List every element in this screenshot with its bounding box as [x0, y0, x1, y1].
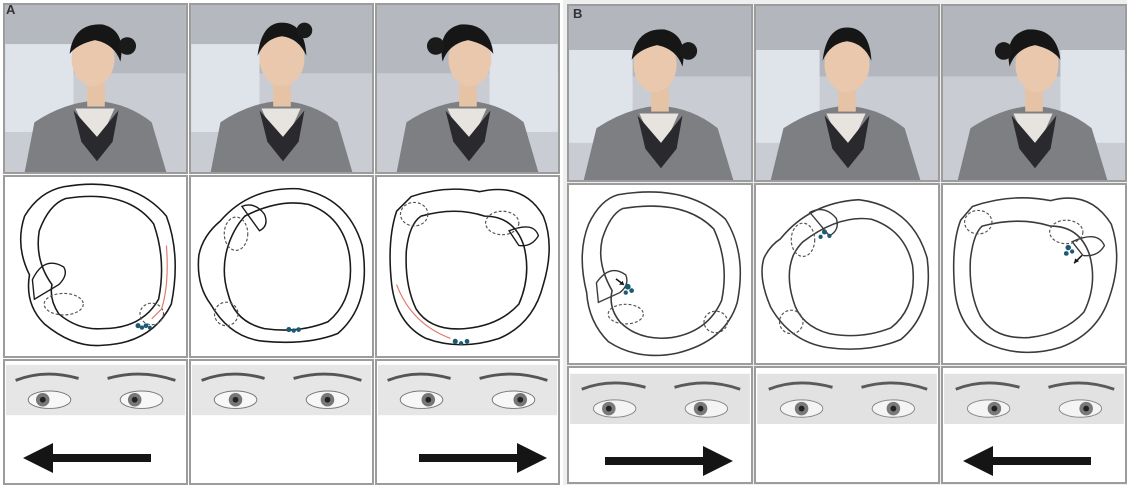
- eye-movement-right-b: [941, 366, 1127, 484]
- photo-head-turn-left-a: [3, 3, 188, 174]
- right-arrow-icon: [603, 444, 733, 478]
- canal-schematic-left-a: [3, 175, 188, 358]
- canal-schematic-graphic: [191, 177, 372, 356]
- canal-schematic-right-a: [375, 175, 560, 358]
- person-head-left-graphic: [5, 5, 186, 172]
- canal-schematic-graphic: [569, 185, 751, 363]
- photo-head-turn-left-b: [567, 4, 753, 182]
- person-head-left-graphic: [569, 6, 751, 180]
- eye-movement-center-a: [189, 359, 374, 485]
- canal-schematic-center-a: [189, 175, 374, 358]
- panel-b: B: [563, 0, 1127, 485]
- person-head-center-graphic: [756, 6, 938, 180]
- eye-movement-left-a: [3, 359, 188, 485]
- photo-head-turn-right-a: [375, 3, 560, 174]
- canal-schematic-left-b: [567, 183, 753, 365]
- eyes-sketch-graphic: [191, 361, 372, 483]
- right-arrow-icon: [417, 441, 547, 475]
- canal-schematic-graphic: [756, 185, 938, 363]
- person-head-right-graphic: [943, 6, 1125, 180]
- eyes-sketch-graphic: [756, 368, 938, 482]
- photo-head-turn-right-b: [941, 4, 1127, 182]
- canal-schematic-graphic: [377, 177, 558, 356]
- eye-movement-right-a: [375, 359, 560, 485]
- eye-movement-left-b: [567, 366, 753, 484]
- photo-head-center-b: [754, 4, 940, 182]
- canal-schematic-graphic: [943, 185, 1125, 363]
- canal-schematic-right-b: [941, 183, 1127, 365]
- panel-a-label: A: [6, 2, 15, 17]
- panel-a: A: [0, 0, 560, 485]
- left-arrow-icon: [963, 444, 1093, 478]
- left-arrow-icon: [23, 441, 153, 475]
- photo-head-center-a: [189, 3, 374, 174]
- person-head-right-graphic: [377, 5, 558, 172]
- canal-schematic-center-b: [754, 183, 940, 365]
- person-head-center-graphic: [191, 5, 372, 172]
- eye-movement-center-b: [754, 366, 940, 484]
- canal-schematic-graphic: [5, 177, 186, 356]
- panel-b-label: B: [573, 6, 582, 21]
